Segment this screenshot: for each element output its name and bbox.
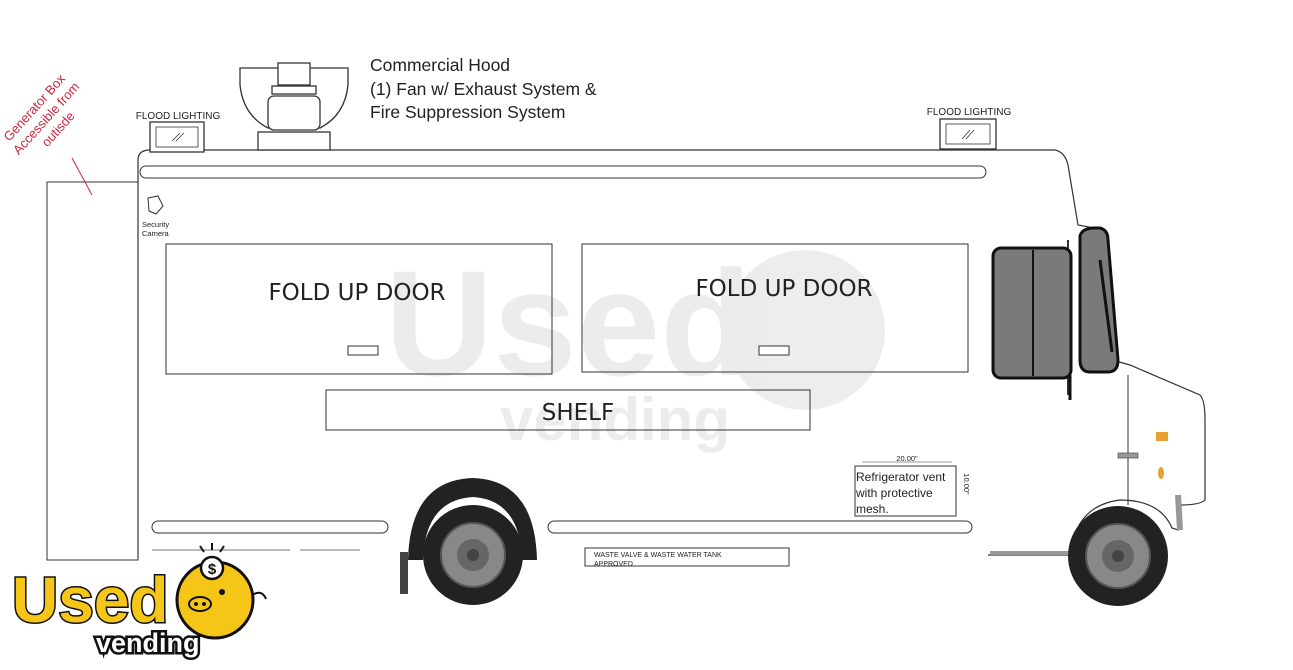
flood-light-right-label: FLOOD LIGHTING [927,107,1012,118]
truck-body-outline [137,149,1206,556]
refrigerator-vent [854,465,957,517]
camera-label-line2: Camera [142,229,170,238]
front-bumper-detail [1175,494,1183,531]
vent-label-line3: mesh. [856,502,889,516]
vent-height-label: 10.00" [962,473,971,495]
generator-box [46,181,139,561]
watermark: Used vending [385,239,885,453]
fold-up-door-right-label: FOLD UP DOOR [695,276,872,302]
commercial-hood-icon [239,62,349,151]
shelf-label: SHELF [542,400,614,426]
rear-wheel-arch [408,478,537,560]
rear-wheel [423,505,523,605]
lower-rail-right [547,520,973,534]
vent-label-line1: Refrigerator vent [856,470,946,484]
security-camera-icon [147,195,164,215]
flood-light-left-icon [149,121,205,153]
hood-label-line2: (1) Fan w/ Exhaust System & [370,79,597,99]
cab-marker-light [1156,432,1168,441]
vent-width-label: 20.00" [896,454,918,463]
watermark-word: Used [385,239,752,407]
vent-dimension-width: 20.00" [862,454,952,463]
lower-rail-left [151,520,389,534]
generator-pointer [71,157,93,196]
cab-side-marker [1158,467,1164,479]
shelf [325,389,811,431]
mud-flap [400,552,408,594]
waste-valve-plate [584,547,790,567]
camera-label-line1: Security [142,220,169,229]
door-handle-left [347,345,379,356]
side-mirror [1098,259,1114,353]
fold-up-door-left [165,243,553,375]
logo-coin-icon: $ [199,555,225,581]
watermark-pig-icon [725,250,885,410]
vent-label-line2: with protective [855,486,933,500]
door-handle-cab [1117,452,1139,459]
flood-light-left-label: FLOOD LIGHTING [136,111,221,122]
front-wheel [1068,506,1168,606]
flood-light-right-icon [939,118,997,150]
logo-word-vending: vending [96,628,200,658]
fold-up-door-right [581,243,969,373]
hood-label-line1: Commercial Hood [370,55,510,75]
door-handle-right [758,345,790,356]
logo-word-used: Used [12,564,169,636]
generator-label: Generator Box Accessible from outisde [0,71,82,158]
used-vending-logo: Used $ vending [11,543,267,661]
hood-label-line3: Fire Suppression System [370,102,566,122]
logo-sparkle-icon [199,543,225,553]
fold-up-door-left-label: FOLD UP DOOR [268,280,445,306]
waste-label-line2: APPROVED [594,561,633,568]
watermark-subword: vending [500,386,730,453]
waste-label-line1: WASTE VALVE & WASTE WATER TANK [594,552,722,559]
roof-rail [139,165,987,179]
logo-coin-symbol: $ [208,561,217,578]
